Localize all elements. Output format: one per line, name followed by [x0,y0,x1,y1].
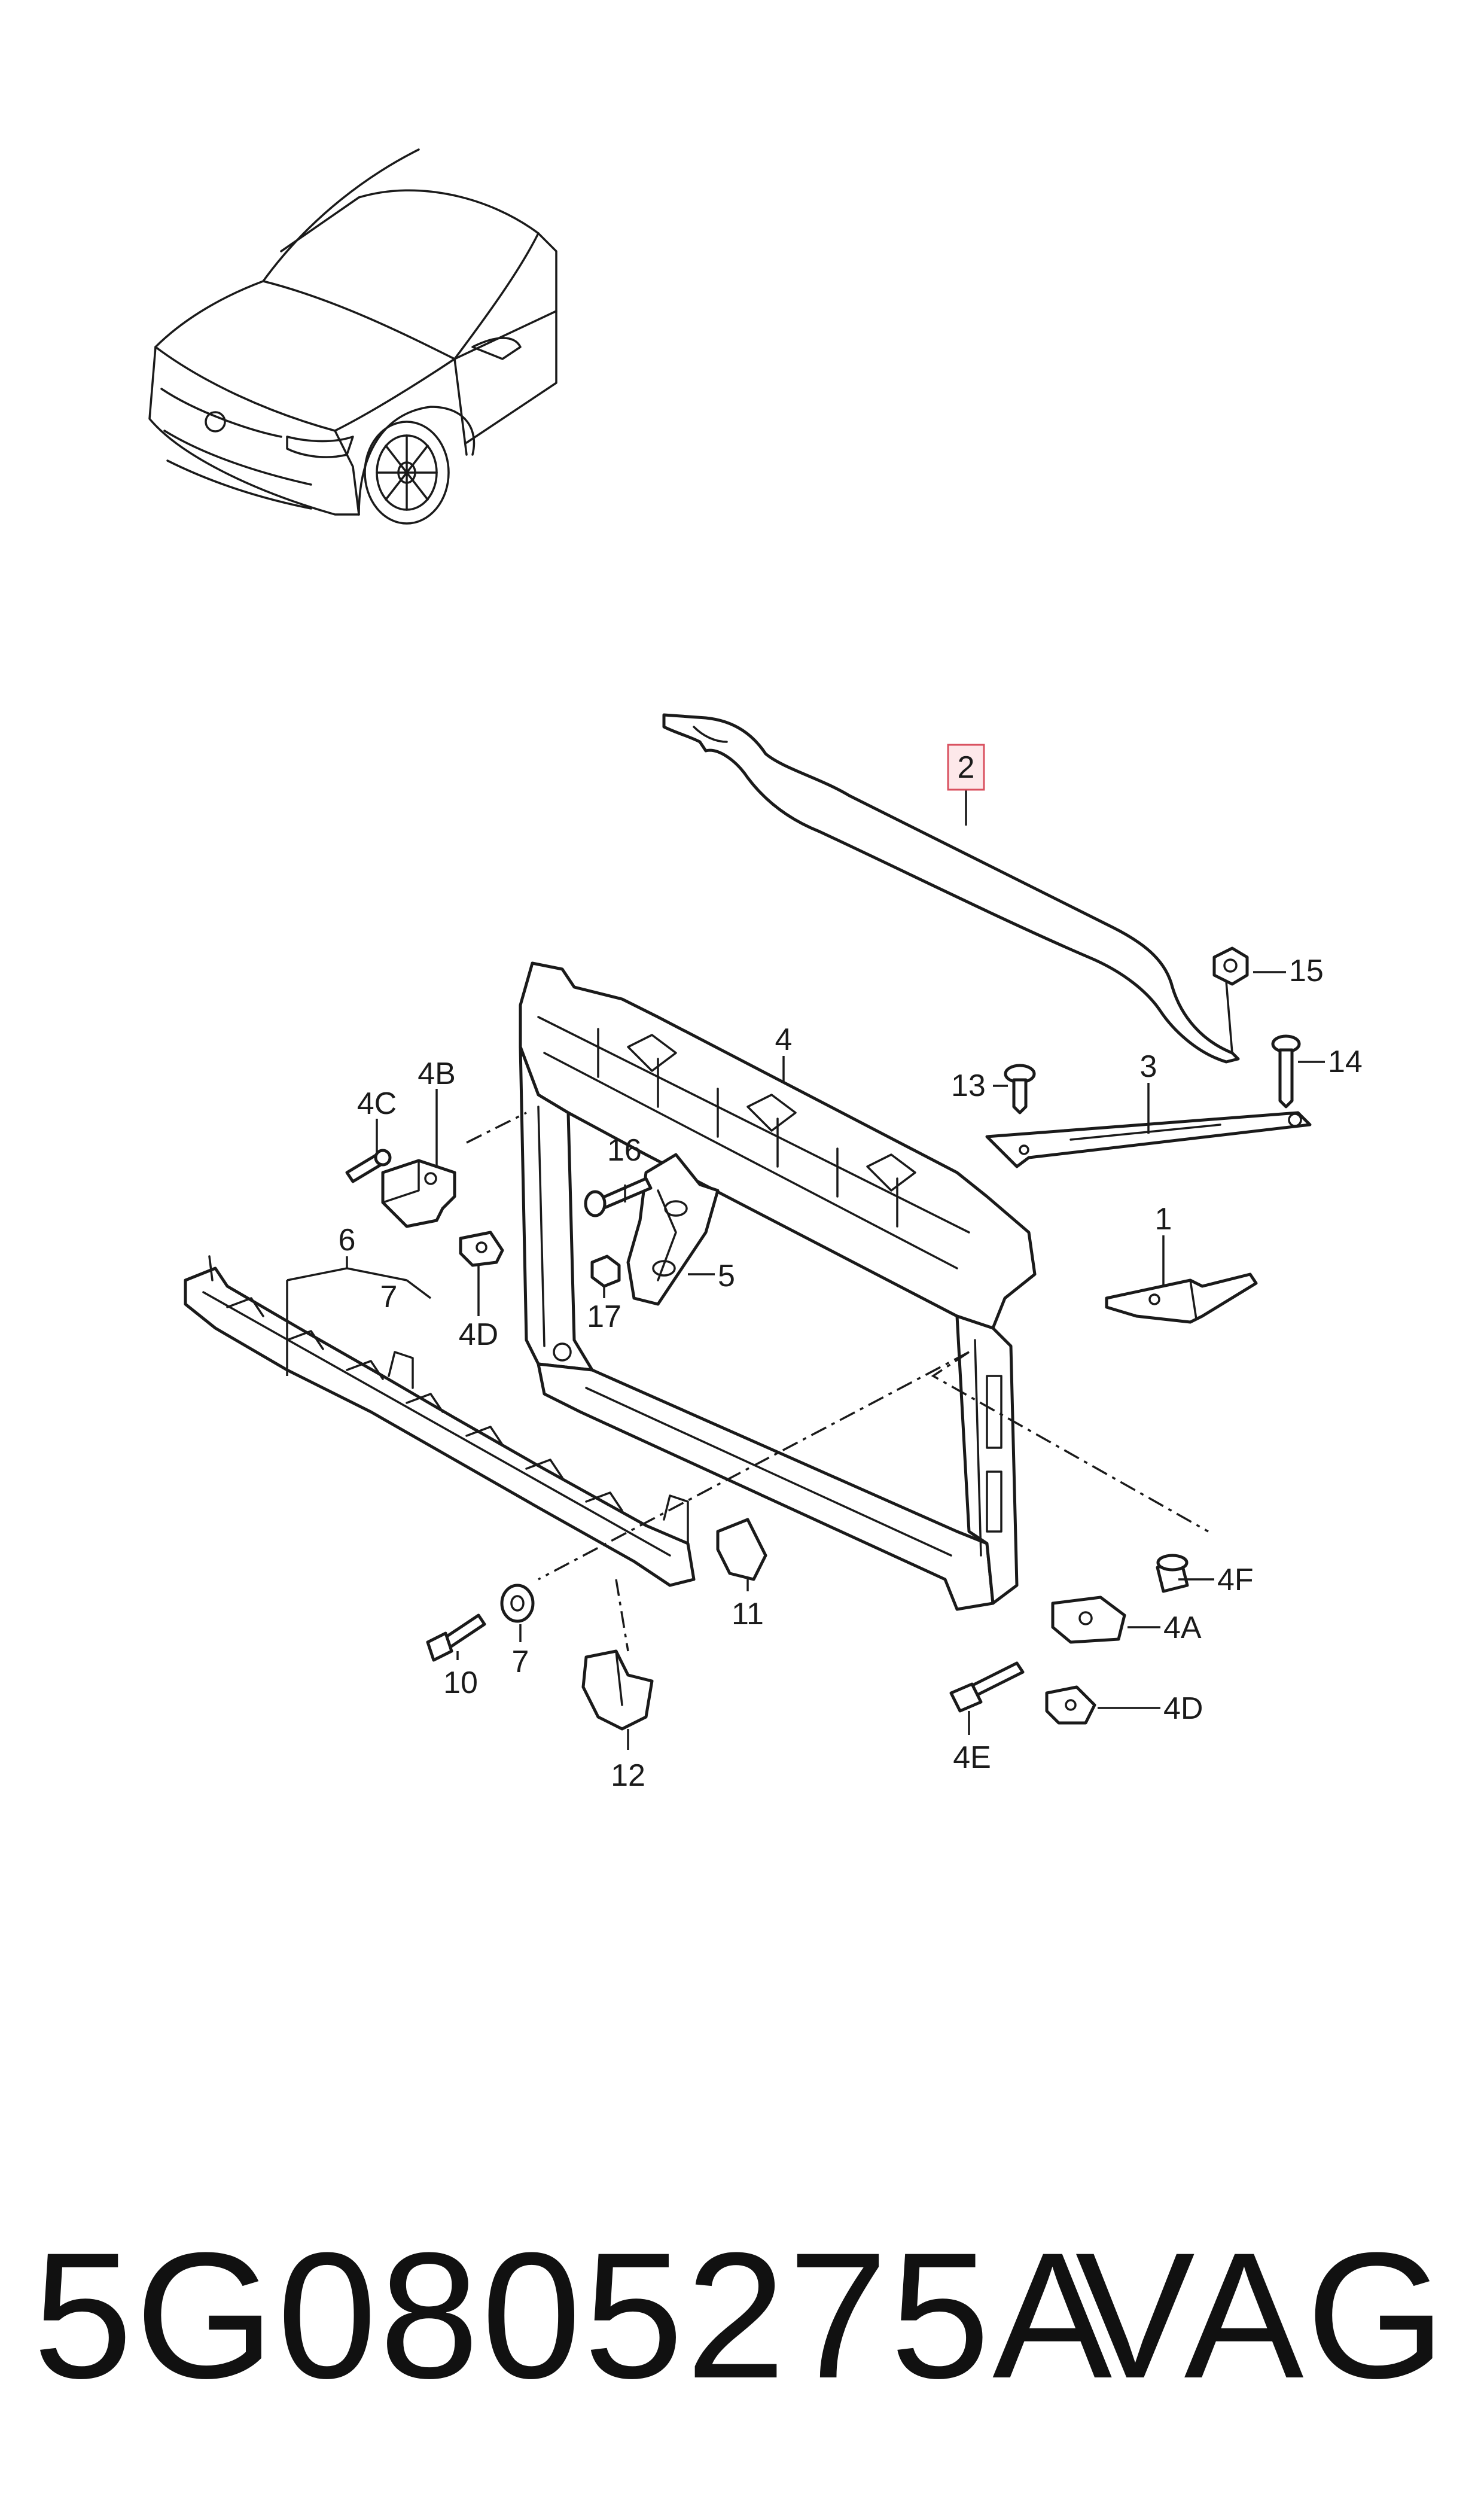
brand-label: VAG [1075,2215,1448,2416]
vehicle-thumbnail [148,148,557,525]
callout-11[interactable]: 11 [732,1597,764,1631]
callout-2[interactable]: 2 [958,750,975,785]
part-4c-rivet [345,1149,392,1183]
part-13-bolt [1271,1034,1301,1109]
part-4b-bracket [381,1159,456,1228]
callout-7-top[interactable]: 7 [380,1280,398,1314]
part-4f-nut [1156,1554,1189,1593]
leader-lines [286,790,1325,1750]
callout-13[interactable]: 14 [1328,1045,1363,1079]
callout-17[interactable]: 12 [611,1758,645,1793]
callout-7-bottom[interactable]: 7 [512,1645,529,1679]
part-3-brace [985,1111,1312,1168]
callout-4c[interactable]: 4C [357,1086,397,1121]
callout-3[interactable]: 3 [1140,1049,1157,1084]
callout-6[interactable]: 6 [339,1223,356,1258]
callout-16[interactable]: 17 [587,1299,621,1334]
callout-4e[interactable]: 4E [953,1740,991,1775]
part-5-bracket [626,1153,720,1306]
callout-4d-right[interactable]: 4D [1163,1691,1203,1726]
part-2-upper-strip [662,713,1240,1064]
callout-5[interactable]: 5 [718,1259,735,1293]
part-17-bracket [581,1649,654,1731]
callout-14[interactable]: 15 [1289,954,1324,988]
callouts: 2 15 14 13 3 4 1 5 16 17 4B 4C 4D 6 7 10… [339,744,1363,1793]
part-12-bolt [1004,1064,1036,1115]
callout-4a[interactable]: 4A [1163,1610,1202,1645]
callout-4b[interactable]: 4B [418,1056,456,1091]
part-4d-right-clip [1045,1685,1096,1725]
part-10-bolt [426,1613,486,1662]
part-16-nut [590,1255,621,1288]
part-4e-bolt [949,1661,1025,1713]
callout-4f[interactable]: 4F [1217,1563,1254,1597]
callout-2-highlight [947,744,985,791]
callout-1[interactable]: 1 [1155,1202,1172,1237]
part-4-front-carrier [519,961,1037,1611]
callout-12[interactable]: 13 [951,1068,986,1103]
part-7-washer [500,1584,535,1623]
callout-10[interactable]: 10 [443,1666,478,1700]
part-1-bracket [1105,1272,1258,1324]
callout-15[interactable]: 16 [607,1133,642,1168]
part-4d-left-clip [459,1231,504,1267]
part-number-label: 5G0805275A [33,2215,1115,2416]
callout-4[interactable]: 4 [775,1022,793,1057]
callout-4d-left[interactable]: 4D [459,1317,498,1352]
assembly-lines [466,1112,1209,1652]
part-4a-clip [1051,1596,1126,1644]
part-14-nut [1212,946,1249,986]
part-11-clip [716,1518,767,1581]
